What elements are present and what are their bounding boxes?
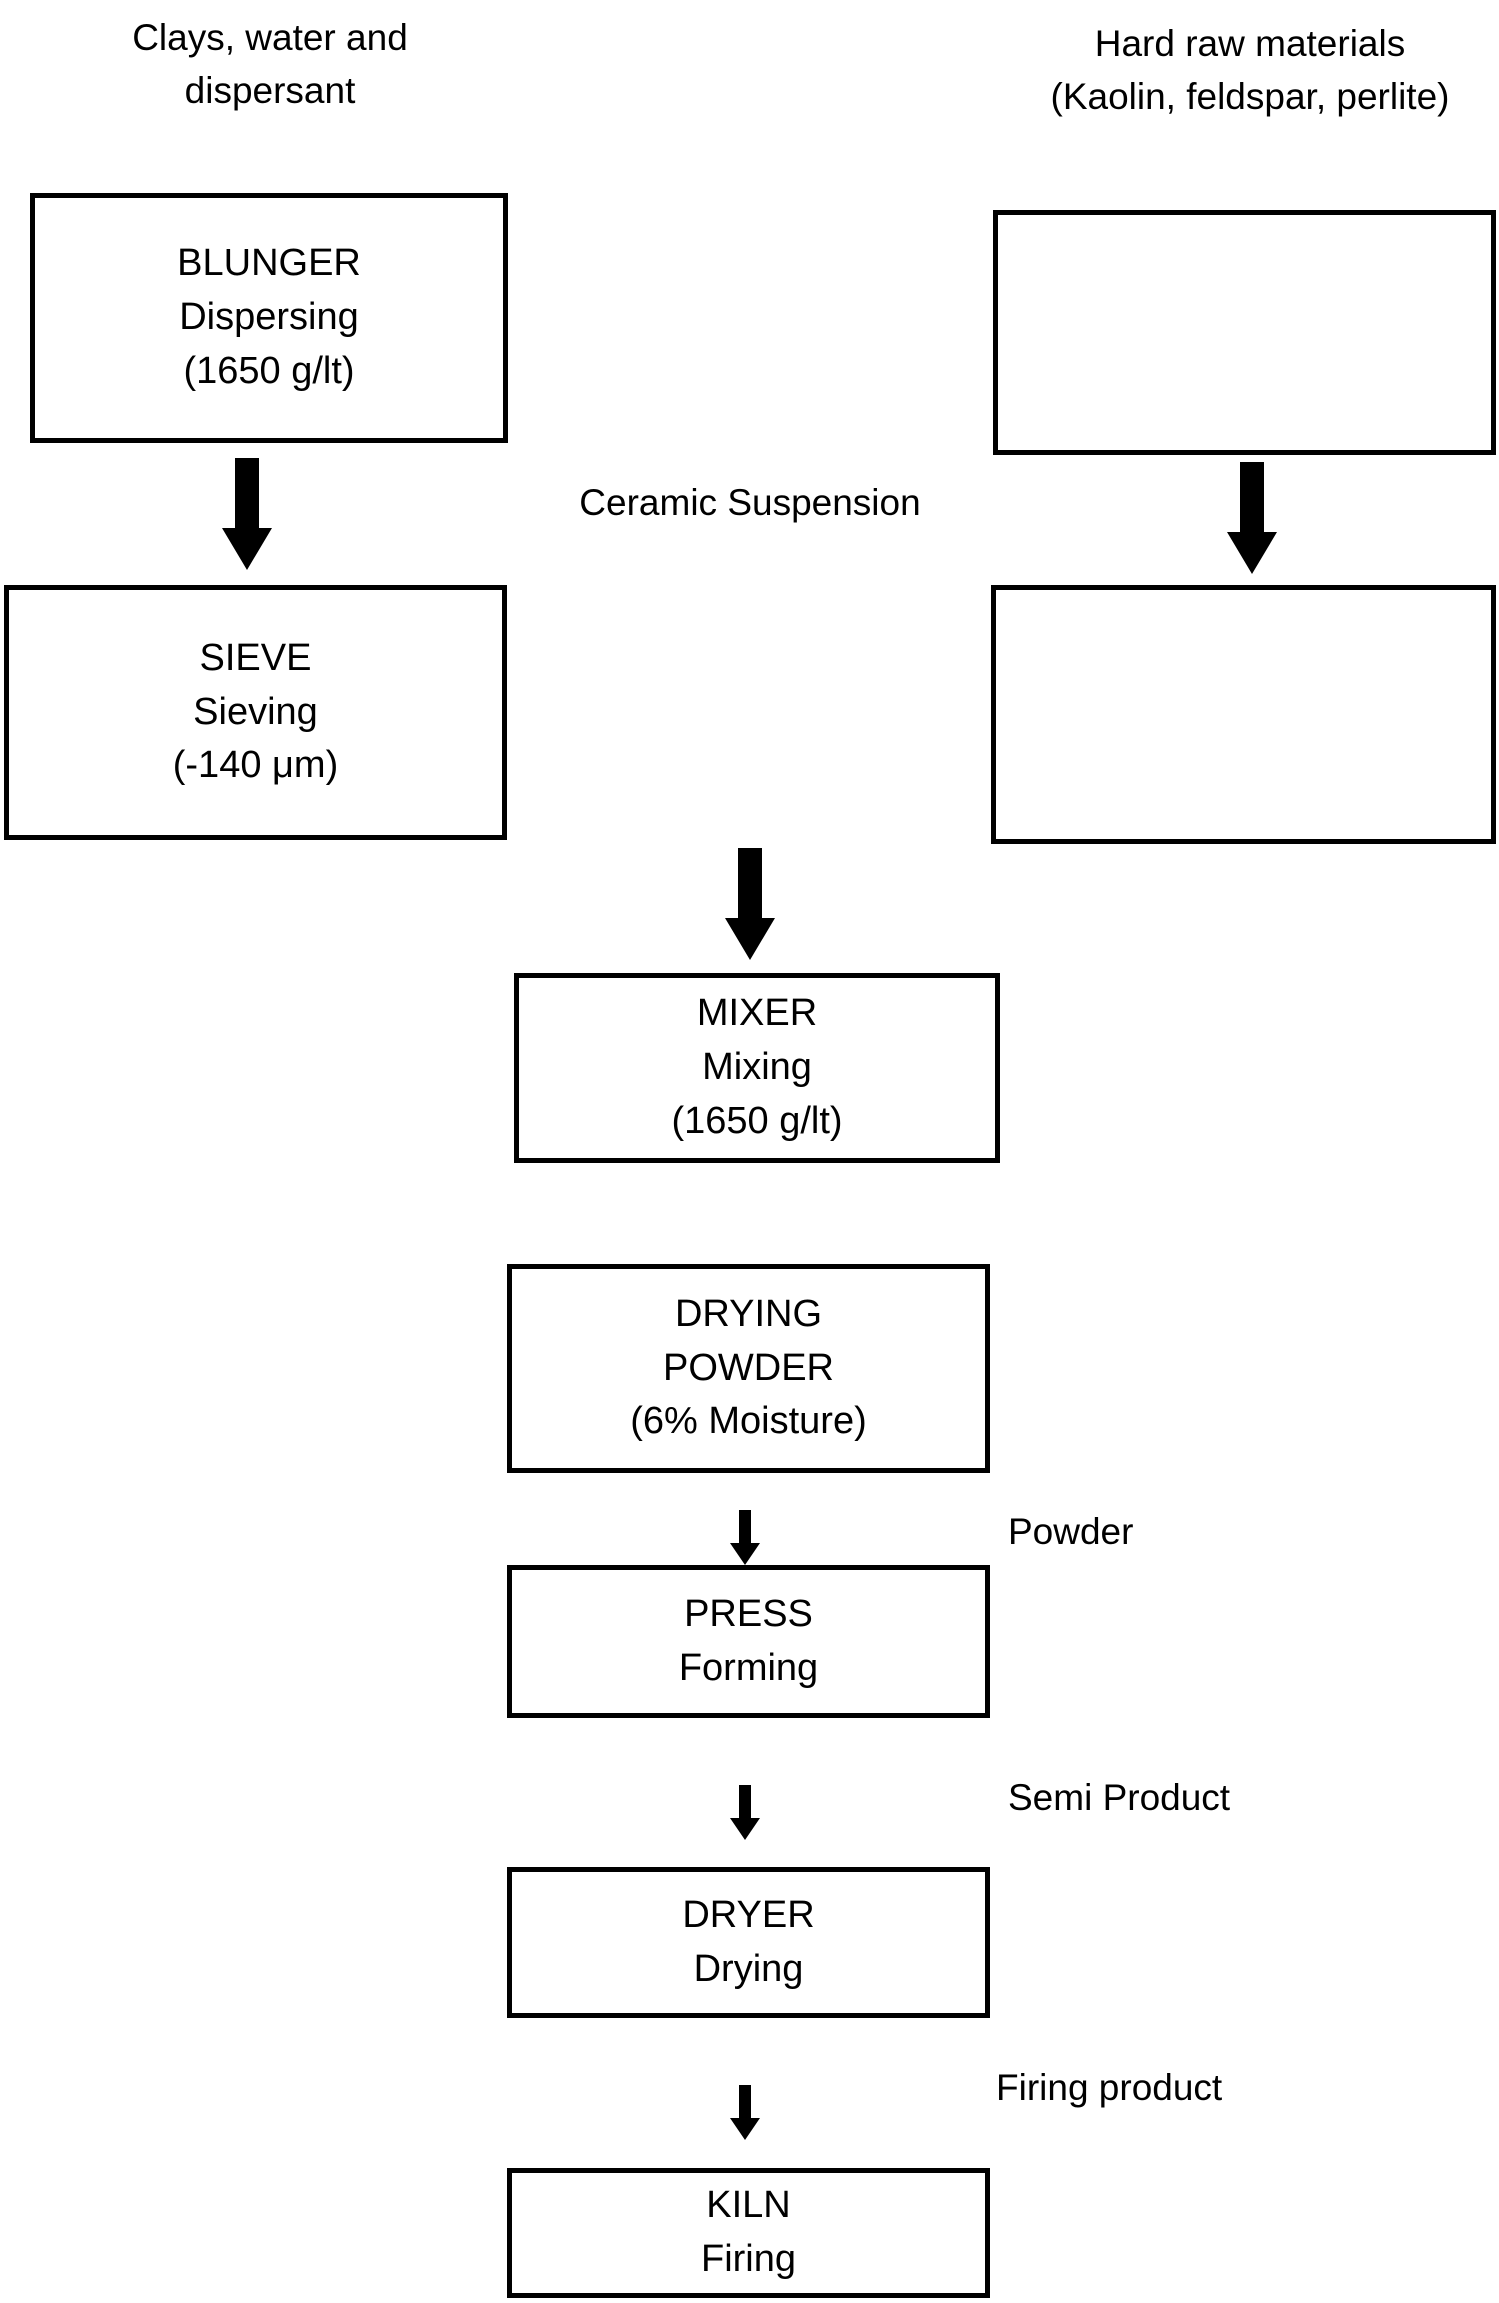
label-line: (Kaolin, feldspar, perlite) xyxy=(1050,75,1450,117)
input-label-hard-raw-materials: Hard raw materials (Kaolin, feldspar, pe… xyxy=(1004,18,1496,123)
box-line: DRYER xyxy=(682,1893,815,1936)
kiln-box: KILN Firing xyxy=(507,2168,990,2298)
label-line: Ceramic Suspension xyxy=(579,482,921,523)
box-line: MIXER xyxy=(696,992,818,1035)
down-arrow-icon xyxy=(1227,462,1277,574)
box-line: Drying xyxy=(693,1947,804,1990)
box-line: Forming xyxy=(678,1646,819,1689)
powder-label: Powder xyxy=(1008,1506,1258,1559)
down-arrow-icon xyxy=(222,458,272,570)
blunger-down-arrow xyxy=(222,458,272,570)
down-arrow-icon xyxy=(730,1785,760,1840)
box-line: Sieving xyxy=(193,690,318,733)
press-box: PRESS Forming xyxy=(507,1565,990,1718)
box-line: (-140 μm) xyxy=(172,744,339,787)
down-arrow-icon xyxy=(725,848,775,960)
hard-raw-materials-box xyxy=(993,210,1496,455)
label-line: Firing product xyxy=(996,2067,1223,2108)
to-dryer-down-arrow xyxy=(730,1785,760,1840)
label-line: Clays, water and xyxy=(132,17,408,58)
box-line: BLUNGER xyxy=(177,242,361,285)
input-label-clays-water-dispersant: Clays, water and dispersant xyxy=(70,12,470,117)
mixer-box: MIXER Mixing (1650 g/lt) xyxy=(514,973,1000,1163)
to-mixer-down-arrow xyxy=(725,848,775,960)
firing-product-label: Firing product xyxy=(996,2062,1326,2115)
semi-product-label: Semi Product xyxy=(1008,1772,1338,1825)
box-line: Mixing xyxy=(702,1046,812,1089)
suspension-right-box xyxy=(991,585,1496,844)
label-line: dispersant xyxy=(184,69,356,111)
box-line: POWDER xyxy=(663,1346,834,1389)
label-line: Semi Product xyxy=(1008,1777,1231,1818)
box-line: PRESS xyxy=(684,1592,813,1635)
box-line: (6% Moisture) xyxy=(630,1400,867,1443)
box-line: SIEVE xyxy=(199,636,312,679)
box-line: (1650 g/lt) xyxy=(183,349,355,392)
box-line: (1650 g/lt) xyxy=(671,1099,843,1142)
blunger-box: BLUNGER Dispersing (1650 g/lt) xyxy=(30,193,508,443)
label-line: Powder xyxy=(1008,1511,1134,1552)
sieve-box: SIEVE Sieving (-140 μm) xyxy=(4,585,507,840)
dryer-box: DRYER Drying xyxy=(507,1867,990,2018)
to-press-down-arrow xyxy=(730,1510,760,1565)
drying-powder-box: DRYING POWDER (6% Moisture) xyxy=(507,1264,990,1473)
box-line: Dispersing xyxy=(179,296,359,339)
label-line: Hard raw materials xyxy=(1094,23,1406,64)
hard-materials-down-arrow xyxy=(1227,462,1277,574)
down-arrow-icon xyxy=(730,1510,760,1565)
down-arrow-icon xyxy=(730,2085,760,2140)
to-kiln-down-arrow xyxy=(730,2085,760,2140)
box-line: KILN xyxy=(706,2184,791,2227)
box-line: Firing xyxy=(700,2238,797,2280)
box-line: DRYING xyxy=(674,1292,823,1335)
ceramic-suspension-label: Ceramic Suspension xyxy=(545,477,955,530)
